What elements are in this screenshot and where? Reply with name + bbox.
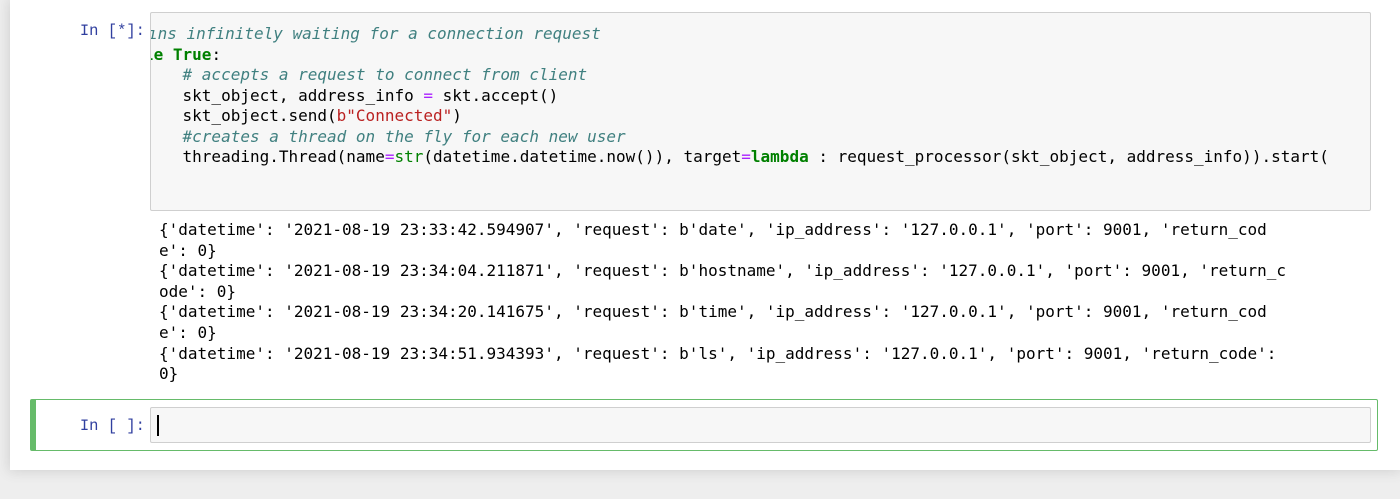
- code-line: #creates a thread on the fly for each ne…: [151, 127, 626, 148]
- cell-2-selected-frame[interactable]: [30, 399, 1378, 451]
- code-token: b"Connected": [336, 106, 453, 125]
- code-token: skt_object, address_info: [150, 86, 424, 105]
- code-token: threading.Thread(name: [150, 147, 385, 166]
- code-token: [151, 127, 183, 146]
- cell-1-prompt: In [*]:: [79, 22, 145, 40]
- code-line: skt_object.send(b"Connected"): [150, 106, 462, 127]
- code-token: le True: [150, 45, 212, 64]
- output-lines: {'datetime': '2021-08-19 23:33:42.594907…: [159, 220, 1359, 385]
- output-line: ode': 0}: [159, 281, 237, 301]
- code-token: # accepts a request to connect from clie…: [182, 65, 588, 84]
- code-token: ): [452, 106, 462, 125]
- cell-1-output: {'datetime': '2021-08-19 23:33:42.594907…: [159, 220, 1359, 385]
- code-line: skt_object, address_info = skt.accept(): [150, 86, 559, 107]
- code-token: =: [741, 147, 751, 166]
- code-token: #creates a thread on the fly for each ne…: [182, 127, 626, 146]
- output-line: e': 0}: [159, 322, 217, 342]
- code-token: [151, 65, 183, 84]
- code-line: threading.Thread(name=str(datetime.datet…: [150, 147, 1329, 168]
- code-line: le True:: [150, 45, 222, 66]
- code-token: skt.accept(): [433, 86, 559, 105]
- code-token: skt_object.send(: [150, 106, 337, 125]
- output-line: {'datetime': '2021-08-19 23:34:51.934393…: [159, 343, 1277, 363]
- cell-1-code-editor[interactable]: ıns infinitely waiting for a connection …: [150, 12, 1371, 211]
- code-token: =: [423, 86, 433, 105]
- code-token: (datetime.datetime.now()), target: [423, 147, 742, 166]
- output-line: {'datetime': '2021-08-19 23:34:20.141675…: [159, 302, 1267, 322]
- code-token: ıns infinitely waiting for a connection …: [150, 24, 601, 43]
- cell-2-prompt: In [ ]:: [79, 417, 145, 435]
- code-token: : request_processor(skt_object, address_…: [808, 147, 1329, 166]
- output-line: 0}: [159, 364, 179, 384]
- code-token: =: [384, 147, 395, 166]
- text-cursor: [157, 415, 159, 436]
- code-line: # accepts a request to connect from clie…: [151, 65, 588, 86]
- code-token: :: [211, 45, 222, 64]
- output-line: e': 0}: [159, 240, 217, 260]
- code-token: lambda: [750, 147, 809, 166]
- output-line: {'datetime': '2021-08-19 23:33:42.594907…: [159, 220, 1267, 239]
- code-token: str: [394, 147, 424, 166]
- cell-2-code-input[interactable]: [150, 407, 1371, 443]
- code-line: ıns infinitely waiting for a connection …: [150, 24, 601, 45]
- output-line: {'datetime': '2021-08-19 23:34:04.211871…: [159, 261, 1287, 281]
